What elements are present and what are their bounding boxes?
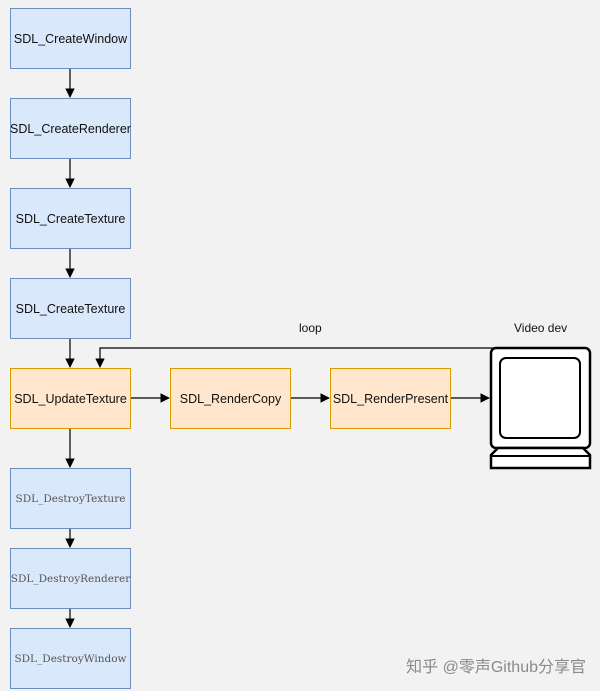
node-render-copy: SDL_RenderCopy [170,368,291,429]
node-update-texture: SDL_UpdateTexture [10,368,131,429]
node-create-renderer: SDL_CreateRenderer [10,98,131,159]
watermark: 知乎 @零声Github分享官 [406,659,586,676]
node-render-present: SDL_RenderPresent [330,368,451,429]
node-destroy-renderer: SDL_DestroyRenderer [10,548,131,609]
node-label: SDL_CreateRenderer [10,121,131,136]
node-label: SDL_RenderCopy [179,391,282,406]
node-label: SDL_UpdateTexture [14,391,127,406]
node-label: SDL_RenderPresent [332,391,449,406]
node-label: SDL_CreateTexture [15,211,126,226]
node-label: SDL_DestroyTexture [15,492,126,505]
monitor-icon [489,346,592,470]
node-destroy-window: SDL_DestroyWindow [10,628,131,689]
node-label: SDL_DestroyWindow [14,652,127,665]
node-create-window: SDL_CreateWindow [10,8,131,69]
video-dev-label: Video dev [514,321,568,335]
edge-loop [95,347,540,368]
node-destroy-texture: SDL_DestroyTexture [10,468,131,529]
node-label: SDL_CreateTexture [15,301,126,316]
node-label: SDL_CreateWindow [13,31,128,46]
node-create-texture-2: SDL_CreateTexture [10,278,131,339]
node-create-texture-1: SDL_CreateTexture [10,188,131,249]
node-label: SDL_DestroyRenderer [10,572,131,585]
loop-label: loop [299,321,322,335]
